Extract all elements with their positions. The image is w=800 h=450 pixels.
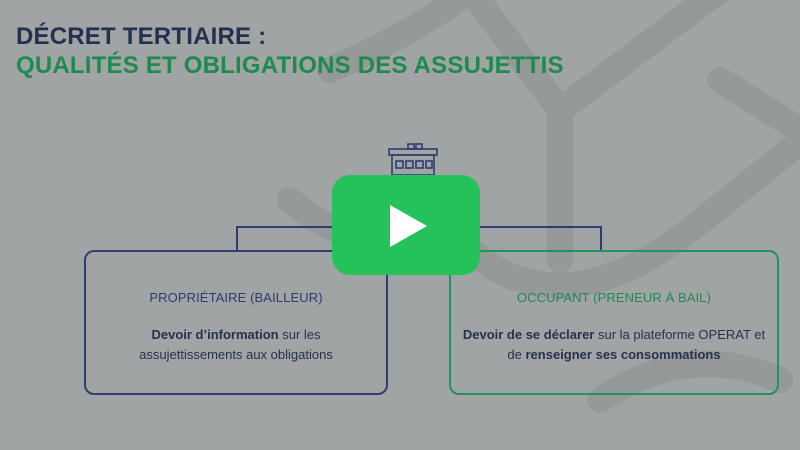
owner-card-description: Devoir d’information sur les assujettiss… [94,325,378,365]
title-line-1: DÉCRET TERTIAIRE : [16,23,267,50]
owner-desc-line-2: assujettissements aux obligations [139,347,333,362]
occupant-card: OCCUPANT (PRENEUR À BAIL) Devoir de se d… [449,250,779,395]
occupant-desc-line-2-bold: renseigner ses consommations [525,347,721,362]
owner-card: PROPRIÉTAIRE (BAILLEUR) Devoir d’informa… [84,250,388,395]
building-icon [388,143,438,176]
owner-desc-rest: sur les [278,327,321,342]
occupant-desc-rest: sur la plateforme OPERAT et [594,327,766,342]
owner-card-title: PROPRIÉTAIRE (BAILLEUR) [149,290,323,305]
occupant-card-description: Devoir de se déclarer sur la plateforme … [459,325,769,365]
occupant-desc-bold: Devoir de se déclarer [462,327,595,342]
owner-desc-bold: Devoir d’information [151,327,279,342]
slide-title: DÉCRET TERTIAIRE : QUALITÉS ET OBLIGATIO… [16,22,564,80]
title-line-2: QUALITÉS ET OBLIGATIONS DES ASSUJETTIS [16,52,564,79]
occupant-desc-line-2-pre: de [507,347,526,362]
occupant-card-title: OCCUPANT (PRENEUR À BAIL) [516,290,712,305]
play-icon [390,205,427,247]
play-button[interactable] [332,175,480,275]
